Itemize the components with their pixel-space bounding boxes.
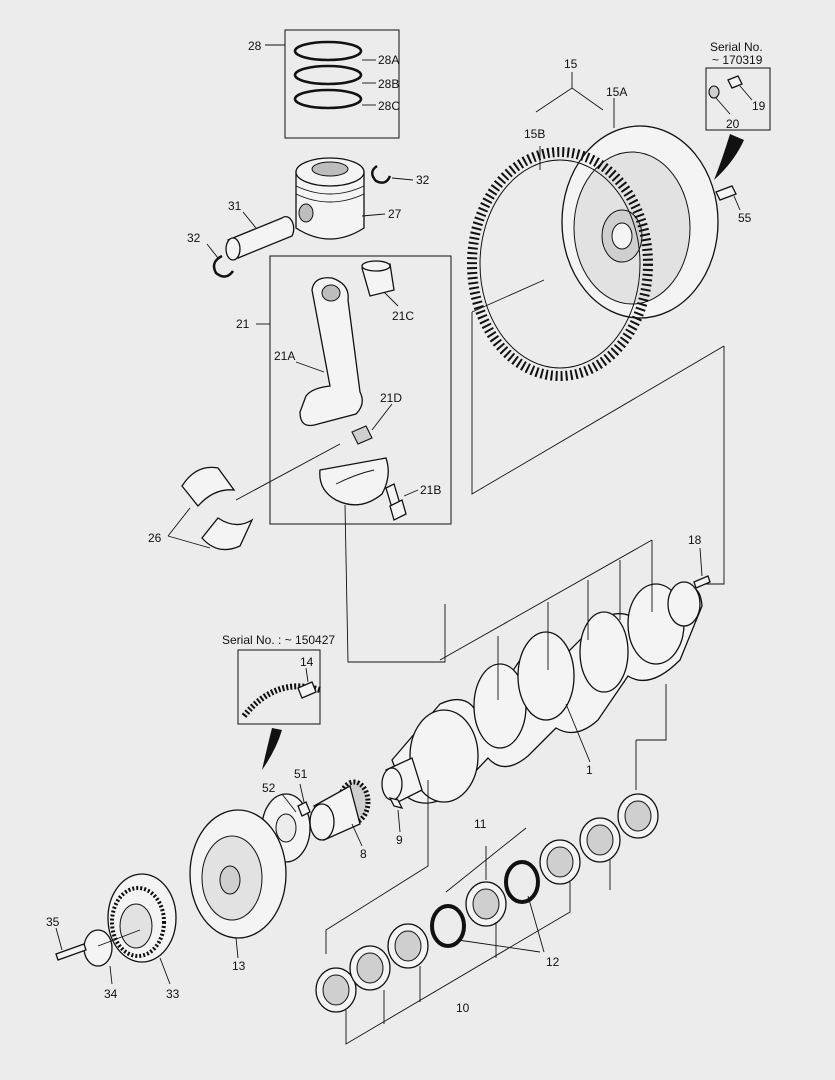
callout-15a: 15A: [606, 85, 627, 99]
connecting-rod-cap: [319, 457, 389, 506]
callout-52: 52: [262, 781, 276, 795]
callout-14: 14: [300, 655, 314, 669]
piston-ring-28b: [293, 64, 363, 86]
crank-flange: [667, 581, 701, 627]
connecting-rod-frame: [269, 255, 452, 525]
crankshaft-group: [325, 539, 711, 954]
callout-15b: 15B: [524, 127, 545, 141]
callout-13: 13: [232, 959, 246, 973]
callout-55: 55: [738, 211, 752, 225]
bolt-19: [727, 75, 743, 89]
piston-body: [295, 171, 365, 240]
callout-32-left: 32: [187, 231, 201, 245]
damper-bolt-14: [297, 681, 317, 699]
callout-8: 8: [360, 847, 367, 861]
piston-ring-28a: [293, 40, 363, 62]
thrust-washer-upper: [504, 860, 540, 904]
crank-web-3: [517, 631, 575, 721]
crank-web-1: [409, 709, 479, 803]
piston-ring-set-group: [265, 29, 400, 139]
crank-web-4: [579, 611, 629, 693]
callout-9: 9: [396, 833, 403, 847]
callout-28a: 28A: [378, 53, 399, 67]
circlip-left: [212, 254, 235, 278]
callout-12: 12: [546, 955, 560, 969]
crank-gear-group: [261, 779, 371, 863]
main-bearing-lower-row: [315, 793, 659, 1013]
big-end-bearing-lower: [201, 517, 254, 551]
pulley-group: [55, 873, 177, 985]
piston-ring-set-frame: [284, 29, 400, 139]
callout-27: 27: [388, 207, 402, 221]
woodruff-key: [388, 797, 404, 809]
gear-plate-bolt: [297, 801, 311, 817]
big-end-bearings-group: [167, 443, 446, 663]
callout-51: 51: [294, 767, 308, 781]
callout-21a: 21A: [274, 349, 295, 363]
big-end-bearing-upper: [181, 466, 236, 508]
callout-11: 11: [474, 817, 487, 831]
callout-31: 31: [228, 199, 242, 213]
piston-pin: [227, 216, 295, 259]
piston-ring-28c: [293, 88, 363, 110]
crank-nose-face: [381, 767, 403, 801]
callout-18: 18: [688, 533, 702, 547]
callout-10: 10: [456, 1001, 470, 1015]
serial-label-150427: Serial No. : ~ 150427: [222, 633, 335, 647]
callout-1: 1: [586, 763, 593, 777]
callout-26: 26: [148, 531, 162, 545]
serial-box-170319: [705, 67, 771, 131]
callout-21c: 21C: [392, 309, 414, 323]
callout-35: 35: [46, 915, 60, 929]
callout-33: 33: [166, 987, 180, 1001]
callout-19: 19: [752, 99, 766, 113]
thrust-washer-lower: [430, 904, 466, 948]
damper-group: [189, 649, 321, 959]
circlip-right: [371, 164, 392, 184]
callout-28: 28: [248, 39, 262, 53]
callout-21: 21: [236, 317, 250, 331]
pulley-bolt: [55, 943, 87, 961]
connecting-rod: [299, 277, 363, 427]
callout-34: 34: [104, 987, 118, 1001]
rod-bolt-head: [389, 499, 407, 521]
serial-label-2: ~ 170319: [712, 53, 763, 67]
callout-21b: 21B: [420, 483, 441, 497]
arrow-to-damper: [262, 728, 282, 770]
flywheel-group: [467, 72, 741, 585]
flywheel-bolt: [715, 185, 737, 201]
callout-20: 20: [726, 117, 740, 131]
ring-gear: [467, 147, 653, 381]
piston-group: [206, 157, 414, 278]
callout-32-right: 32: [416, 173, 430, 187]
rod-bearing-shell: [351, 425, 373, 445]
arrow-to-flywheel: [714, 134, 744, 180]
callout-15: 15: [564, 57, 578, 71]
dowel-pin: [693, 575, 711, 589]
pulley-plate: [83, 929, 113, 967]
flywheel-bolt-serial-box: [705, 67, 771, 180]
callout-28c: 28C: [378, 99, 400, 113]
piston-pin-end: [225, 237, 241, 261]
main-bearings-group: [315, 793, 659, 1045]
washer-20: [708, 85, 720, 99]
serial-label-1: Serial No.: [710, 40, 763, 54]
crank-gear-face: [309, 803, 335, 841]
callout-21d: 21D: [380, 391, 402, 405]
callout-28b: 28B: [378, 77, 399, 91]
connecting-rod-group: [256, 255, 452, 525]
callout-labels: 28 28A 28B 28C 32 27 31 32 21 21C 21A 21…: [46, 39, 766, 1015]
